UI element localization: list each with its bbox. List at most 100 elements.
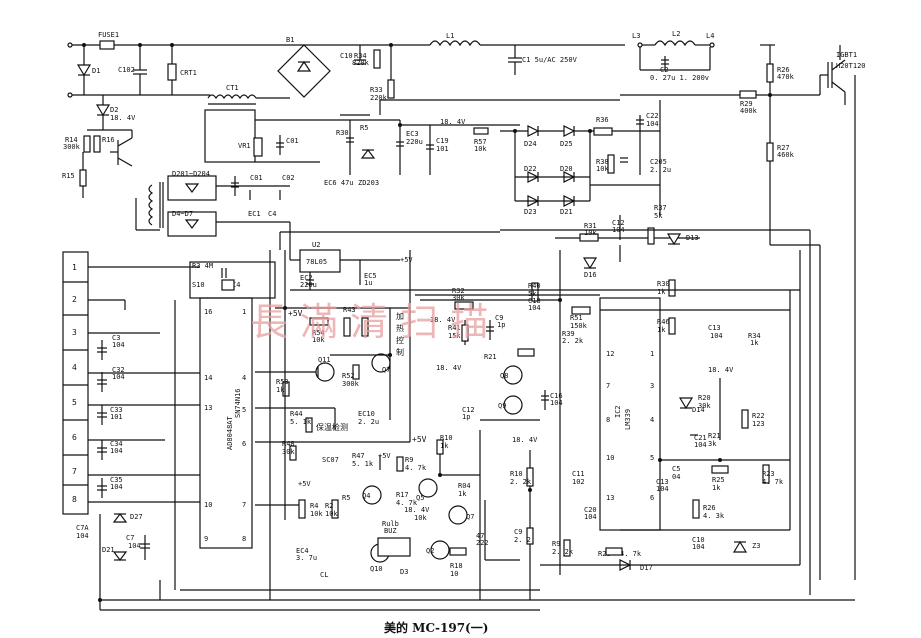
svg-text:C11: C11 [572, 470, 585, 478]
svg-text:5: 5 [650, 454, 654, 462]
svg-text:D14: D14 [692, 406, 705, 414]
svg-text:控: 控 [396, 335, 404, 345]
svg-text:10k: 10k [474, 145, 487, 153]
svg-text:104: 104 [646, 120, 659, 128]
svg-text:R39: R39 [562, 330, 575, 338]
svg-text:300k: 300k [342, 380, 360, 388]
svg-text:7: 7 [242, 501, 246, 509]
svg-text:C7: C7 [126, 534, 134, 542]
svg-text:C20: C20 [584, 506, 597, 514]
svg-text:1: 1 [242, 308, 246, 316]
svg-text:6: 6 [242, 440, 246, 448]
svg-text:1k: 1k [458, 490, 467, 498]
svg-text:1k: 1k [440, 442, 449, 450]
svg-text:L1: L1 [446, 32, 454, 40]
svg-text:R26: R26 [703, 504, 716, 512]
svg-text:104: 104 [656, 485, 669, 493]
svg-text:R10: R10 [440, 434, 453, 442]
svg-text:R5: R5 [360, 124, 368, 132]
svg-text:C7A: C7A [76, 524, 89, 532]
svg-text:D2: D2 [110, 106, 118, 114]
svg-text:123: 123 [752, 420, 765, 428]
svg-text:R30: R30 [336, 129, 349, 137]
svg-text:R9: R9 [405, 456, 413, 464]
bus-wires [100, 100, 855, 601]
u2-name: 78L05 [306, 258, 327, 266]
svg-text:C34: C34 [110, 440, 123, 448]
svg-text:D17: D17 [640, 564, 653, 572]
pin-1: 1 [72, 263, 77, 272]
svg-text:+5V: +5V [400, 256, 413, 264]
svg-text:H20T120: H20T120 [836, 62, 866, 70]
svg-text:C33: C33 [110, 406, 123, 414]
svg-text:D4~D7: D4~D7 [172, 210, 193, 218]
svg-text:104: 104 [710, 332, 723, 340]
svg-text:B1: B1 [286, 36, 294, 44]
feedback-network: R32 30k 18. 4V R41 15k C9 1p R21 18. 4V … [420, 282, 591, 421]
svg-text:1: 1 [650, 350, 654, 358]
svg-text:R4: R4 [310, 502, 318, 510]
svg-text:L3: L3 [632, 32, 640, 40]
svg-text:C12: C12 [462, 406, 475, 414]
svg-text:5: 5 [242, 406, 246, 414]
svg-text:C32: C32 [112, 366, 125, 374]
svg-text:R25: R25 [712, 476, 725, 484]
svg-text:C13: C13 [656, 478, 669, 486]
pin-6: 6 [72, 433, 77, 442]
svg-text:EC10: EC10 [358, 410, 375, 418]
svg-text:460k: 460k [777, 151, 795, 159]
svg-text:104: 104 [112, 341, 125, 349]
svg-text:5k: 5k [528, 290, 537, 298]
svg-text:IGBT1: IGBT1 [836, 51, 857, 59]
svg-text:1p: 1p [462, 413, 470, 421]
svg-text:Q7: Q7 [382, 366, 390, 374]
svg-text:4. 3k: 4. 3k [703, 512, 725, 520]
svg-text:EC2: EC2 [300, 274, 313, 282]
svg-text:D20: D20 [560, 165, 573, 173]
svg-text:30k: 30k [282, 448, 295, 456]
svg-text:R57: R57 [474, 138, 487, 146]
svg-text:10k: 10k [310, 510, 323, 518]
svg-text:D1: D1 [92, 67, 100, 75]
svg-text:R2: R2 [325, 502, 333, 510]
svg-text:R5: R5 [342, 494, 350, 502]
junction-dots [82, 43, 772, 602]
svg-text:2. 2k: 2. 2k [510, 478, 532, 486]
svg-text:C01: C01 [250, 174, 263, 182]
svg-text:CL: CL [320, 571, 328, 579]
svg-text:C22: C22 [646, 112, 659, 120]
svg-text:104: 104 [528, 304, 541, 312]
svg-text:R28: R28 [598, 550, 611, 558]
svg-text:R40: R40 [528, 282, 541, 290]
svg-text:R52: R52 [342, 372, 355, 380]
svg-text:10k: 10k [414, 514, 427, 522]
svg-text:1k: 1k [657, 326, 666, 334]
svg-text:加: 加 [396, 311, 404, 321]
svg-text:Rulb: Rulb [382, 520, 399, 528]
svg-text:R20: R20 [698, 394, 711, 402]
svg-text:D22: D22 [524, 165, 537, 173]
svg-text:R10: R10 [510, 470, 523, 478]
svg-text:10: 10 [450, 570, 458, 578]
svg-text:6: 6 [650, 494, 654, 502]
svg-text:C1 5u/AC 250V: C1 5u/AC 250V [522, 56, 578, 64]
pin-3: 3 [72, 328, 77, 337]
svg-text:R9: R9 [552, 540, 560, 548]
svg-text:R29: R29 [740, 100, 753, 108]
svg-text:C16: C16 [550, 392, 563, 400]
svg-text:104: 104 [692, 543, 705, 551]
svg-text:4: 4 [242, 374, 246, 382]
ic2-name: LM339 [624, 409, 632, 430]
svg-text:R23: R23 [762, 470, 775, 478]
svg-text:R47: R47 [352, 452, 365, 460]
svg-text:1k: 1k [712, 484, 721, 492]
ac-input-section: FUSE1 D1 C102 CRT1 D2 18. 4V R14 300k R1… [62, 31, 380, 237]
svg-text:+5V: +5V [288, 309, 303, 318]
svg-text:3k: 3k [708, 440, 717, 448]
svg-text:7: 7 [606, 382, 610, 390]
svg-text:L2: L2 [672, 30, 680, 38]
svg-text:1k: 1k [750, 339, 759, 347]
